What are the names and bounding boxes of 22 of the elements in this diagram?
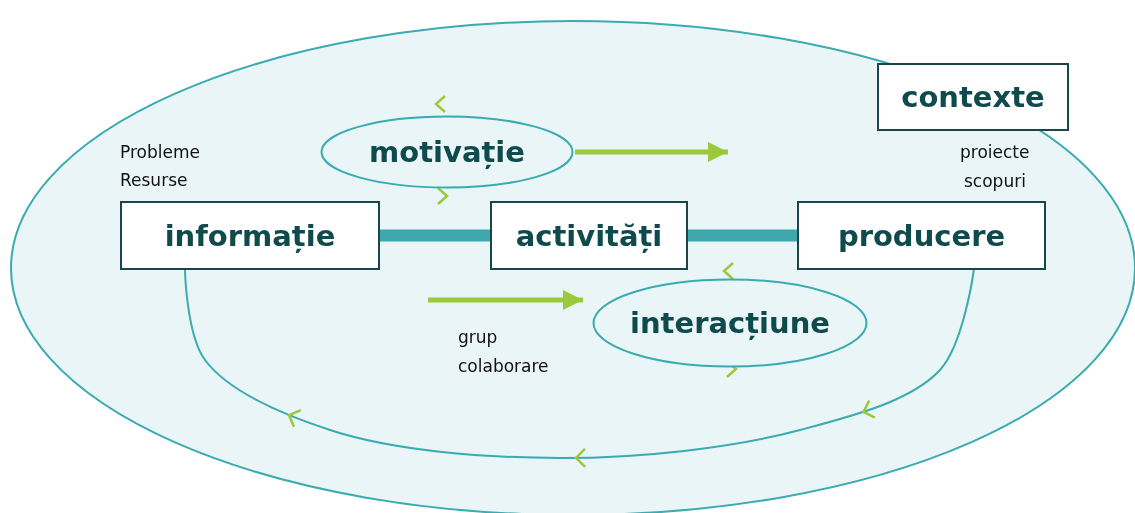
arrow	[575, 142, 728, 162]
node-label: informație	[164, 218, 336, 253]
arrow	[428, 290, 583, 310]
node-label: motivație	[369, 135, 525, 169]
note-text: proiecte	[960, 142, 1030, 162]
concept-box	[490, 201, 688, 270]
concept-box	[797, 201, 1046, 270]
note-text: grup	[458, 327, 498, 347]
note-text: scopuri	[964, 171, 1026, 191]
note-text: Probleme	[120, 142, 200, 162]
connector-bar	[380, 229, 490, 242]
concept-box	[877, 63, 1069, 131]
node-label: interacțiune	[630, 306, 830, 340]
note-text: colaborare	[458, 356, 549, 376]
connector-bar	[688, 229, 797, 242]
node-label: contexte	[901, 80, 1045, 114]
concept-ellipse	[592, 278, 868, 368]
node-label: producere	[837, 218, 1006, 253]
note-text: Resurse	[120, 170, 188, 190]
concept-ellipse	[320, 115, 574, 189]
concept-box	[120, 201, 380, 270]
node-label: activități	[515, 218, 663, 253]
